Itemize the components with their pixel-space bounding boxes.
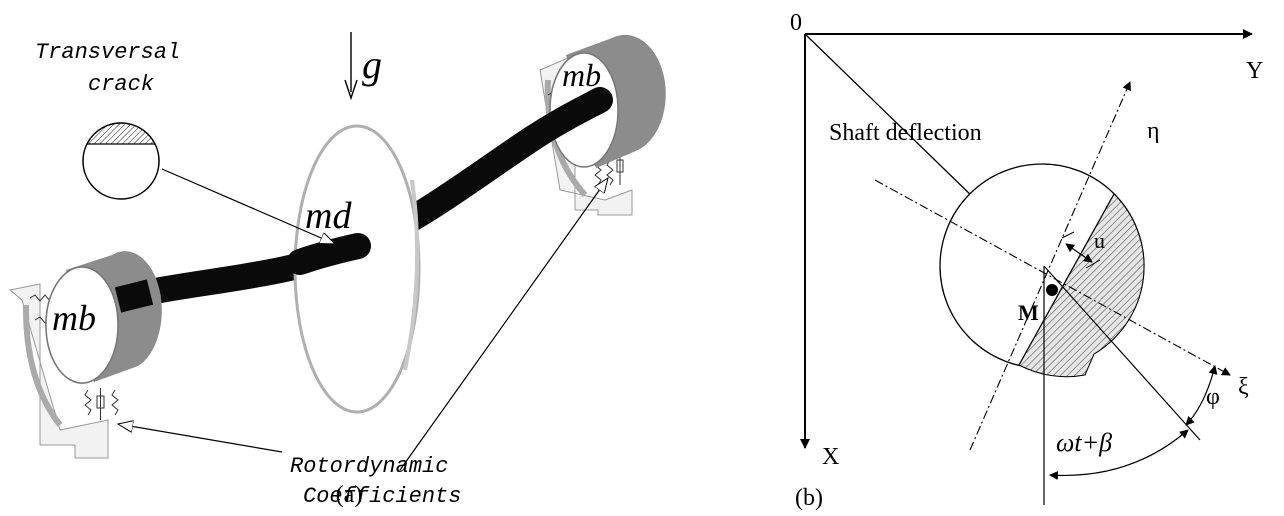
u-tick-1 [1061, 231, 1075, 239]
disk-mass-label: md [305, 195, 352, 237]
coeff-pointer-right [399, 178, 608, 471]
omega-arc [1049, 429, 1189, 480]
shaft-left-end [114, 279, 154, 313]
shaft-front [287, 233, 371, 275]
crack-inset [82, 122, 160, 200]
eta-axis [969, 81, 1131, 451]
m-label: M [1018, 300, 1039, 325]
crack-label-line1: Transversal [35, 40, 180, 65]
panel-a: Transversal crack g md mb mb Rotordynami… [8, 32, 666, 509]
xi-label: ξ [1238, 374, 1249, 400]
bearing-mass-left-label: mb [52, 298, 96, 338]
origin-label: 0 [790, 10, 802, 36]
bearing-mass-right-label: mb [562, 57, 601, 93]
coeff-pointer-left [118, 424, 283, 453]
panel-b-caption: (b) [795, 485, 823, 511]
y-axis-label: Y [1246, 58, 1263, 84]
shaft-section [939, 163, 1145, 378]
eta-label: η [1147, 118, 1160, 144]
coeff-label-line2: Coefficients [303, 484, 461, 509]
panel-a-caption: (a) [336, 482, 363, 508]
shaft-deflection-label: Shaft deflection [829, 120, 982, 146]
u-dimension [1065, 243, 1093, 263]
panel-b: 0 Y X Shaft deflection η ξ u M φ ωt+β (b… [790, 10, 1263, 511]
u-tick-2 [1085, 259, 1101, 269]
mass-center-point [1046, 284, 1058, 296]
coeff-label-line1: Rotordynamic [290, 454, 448, 479]
gravity-arrow [344, 32, 358, 101]
phi-label: φ [1206, 384, 1220, 410]
x-axis-label: X [822, 444, 839, 470]
left-bearing-face [45, 266, 119, 384]
crack-label-line2: crack [88, 72, 154, 97]
u-label: u [1094, 228, 1105, 253]
phi-arc [1185, 365, 1218, 426]
crack-pointer-arrow [161, 168, 335, 245]
gravity-label: g [362, 42, 382, 87]
crack-normal-line [1043, 265, 1201, 441]
angle-label: ωt+β [1056, 428, 1112, 457]
